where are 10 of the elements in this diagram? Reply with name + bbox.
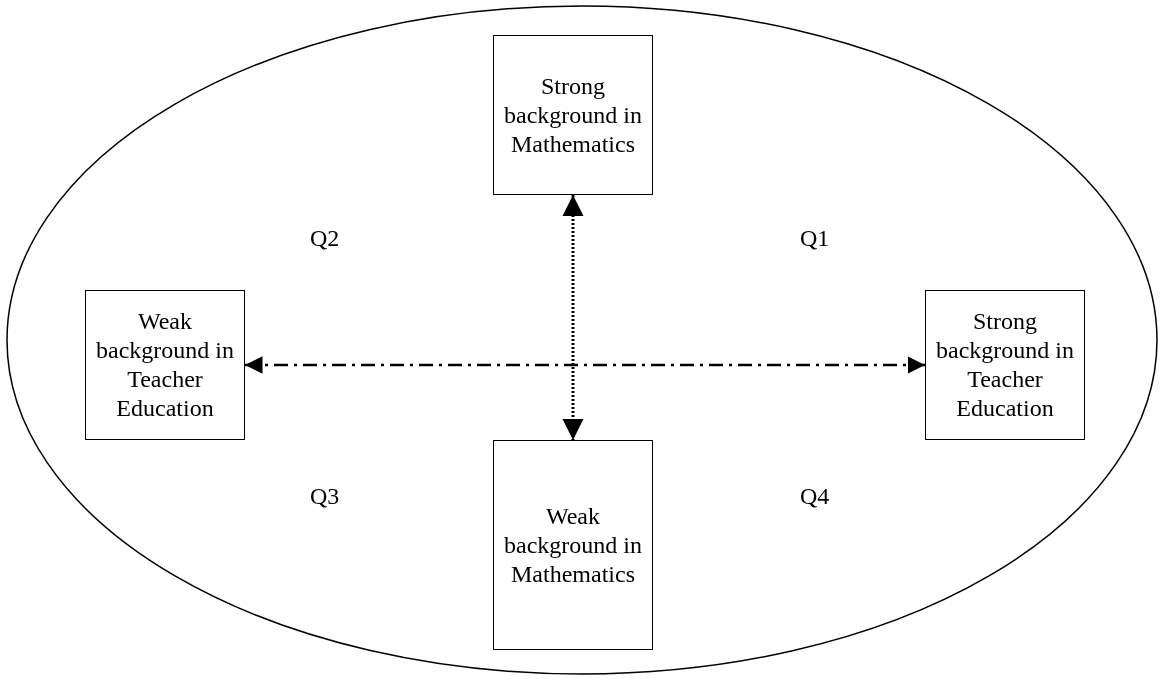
concept-box: Weak background in Teacher Education	[85, 290, 245, 440]
concept-box: Strong background in Teacher Education	[925, 290, 1085, 440]
quadrant-label: Q4	[800, 483, 830, 510]
quadrant-label: Q2	[310, 225, 340, 252]
concept-box: Weak background in Mathematics	[493, 440, 653, 650]
double-arrow	[562, 195, 584, 440]
quadrant-label: Q3	[310, 483, 340, 510]
quadrant-label: Q1	[800, 225, 830, 252]
double-arrow	[245, 356, 925, 374]
concept-box: Strong background in Mathematics	[493, 35, 653, 195]
